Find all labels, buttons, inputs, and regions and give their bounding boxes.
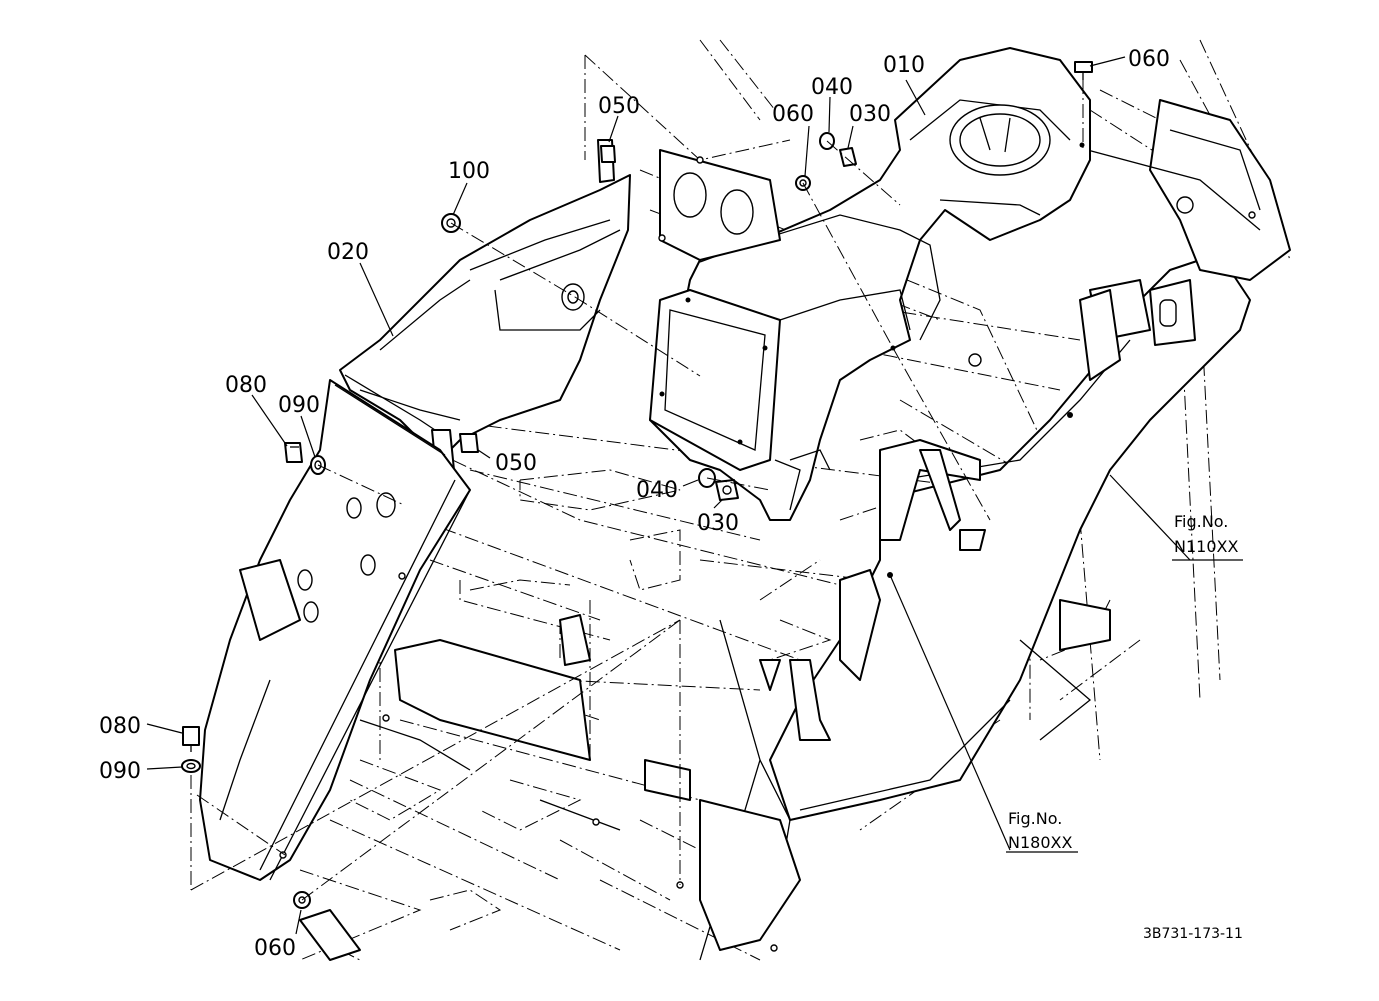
label-100: 100 — [448, 159, 490, 184]
part-010-dashboard-cover — [649, 47, 1091, 521]
label-060-bottom: 060 — [254, 936, 296, 961]
label-050-top: 050 — [598, 94, 640, 119]
label-040-top: 040 — [811, 75, 853, 100]
part-050-clip-bottom — [459, 433, 479, 453]
floor-structure — [239, 559, 778, 961]
lower-fender-guard — [199, 379, 471, 881]
label-080-upper: 080 — [225, 373, 267, 398]
figure-ref-n110xx[interactable]: Fig.No. N110XX — [1172, 512, 1243, 561]
figure-ref-n180xx[interactable]: Fig.No. N180XX — [1006, 809, 1078, 853]
part-030-bolt-bottom — [715, 479, 739, 501]
label-010: 010 — [883, 53, 925, 78]
figure-ref-n180xx-number: N180XX — [1008, 833, 1072, 852]
side-frame-right — [1019, 99, 1291, 741]
label-090-lower: 090 — [99, 759, 141, 784]
drawing-code: 3B731-173-11 — [1143, 926, 1243, 942]
label-030-bottom: 030 — [697, 511, 739, 536]
assembly-lines — [190, 80, 1084, 901]
part-060-screw-top-right — [1074, 61, 1093, 80]
figure-ref-n110xx-number: N110XX — [1174, 537, 1238, 556]
part-050-clip-top — [600, 145, 616, 163]
label-080-lower: 080 — [99, 714, 141, 739]
label-050-bottom: 050 — [495, 451, 537, 476]
part-090-washer-lower — [181, 759, 201, 773]
label-060-top-right: 060 — [1128, 47, 1170, 72]
part-labels: 010 020 030 030 040 040 050 050 060 060 … — [99, 47, 1170, 961]
label-040-bottom: 040 — [636, 478, 678, 503]
label-030-top: 030 — [849, 102, 891, 127]
part-080-bolt-lower — [182, 726, 200, 752]
figure-ref-n180xx-prefix: Fig.No. — [1008, 809, 1062, 828]
rear-panel — [658, 149, 781, 261]
figure-ref-n110xx-prefix: Fig.No. — [1174, 512, 1228, 531]
fender-panel-n180xx — [699, 259, 1251, 961]
label-090-upper: 090 — [278, 393, 320, 418]
leader-lines — [146, 56, 1191, 935]
label-020: 020 — [327, 240, 369, 265]
fasteners — [181, 61, 1093, 909]
part-080-bolt-upper — [284, 442, 303, 463]
part-030-bolt-top — [839, 147, 857, 167]
label-060-top-left: 060 — [772, 102, 814, 127]
